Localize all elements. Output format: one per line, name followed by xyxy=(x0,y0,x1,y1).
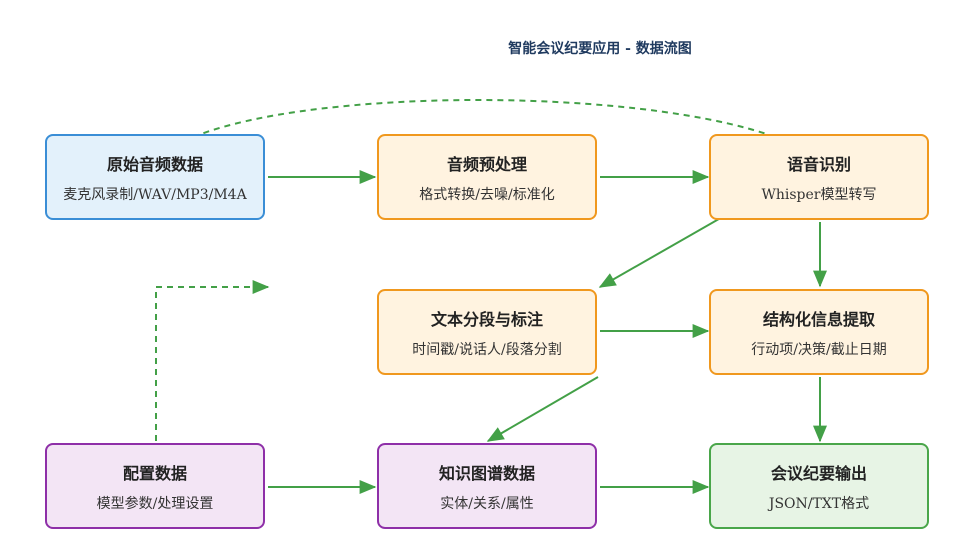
node-config-data: 配置数据 模型参数/处理设置 xyxy=(45,443,265,529)
node-knowledge-graph: 知识图谱数据 实体/关系/属性 xyxy=(377,443,597,529)
node-title: 原始音频数据 xyxy=(106,154,203,174)
node-subtitle: 模型参数/处理设置 xyxy=(96,495,214,512)
node-subtitle: 实体/关系/属性 xyxy=(440,495,534,512)
node-subtitle: 麦克风录制/WAV/MP3/M4A xyxy=(63,186,247,203)
arrow-segment-to-kg xyxy=(486,376,599,442)
node-title: 文本分段与标注 xyxy=(430,309,543,329)
diagram-title: 智能会议纪要应用 - 数据流图 xyxy=(508,41,692,57)
arrow-raw-to-asr-dashed xyxy=(155,99,822,161)
node-title: 配置数据 xyxy=(122,463,187,483)
arrow-config-dashed xyxy=(155,280,270,441)
node-title: 会议纪要输出 xyxy=(770,463,867,483)
node-subtitle: 行动项/决策/截止日期 xyxy=(751,341,887,358)
node-audio-preprocess: 音频预处理 格式转换/去噪/标准化 xyxy=(377,134,597,220)
node-text-segmentation: 文本分段与标注 时间戳/说话人/段落分割 xyxy=(377,289,597,375)
node-subtitle: Whisper模型转写 xyxy=(761,186,877,203)
node-title: 知识图谱数据 xyxy=(438,463,535,483)
node-subtitle: JSON/TXT格式 xyxy=(768,495,870,512)
node-title: 音频预处理 xyxy=(446,154,527,174)
node-subtitle: 时间戳/说话人/段落分割 xyxy=(412,341,562,358)
node-raw-audio: 原始音频数据 麦克风录制/WAV/MP3/M4A xyxy=(45,134,265,220)
node-title: 语音识别 xyxy=(786,154,851,174)
node-speech-recognition: 语音识别 Whisper模型转写 xyxy=(709,134,929,220)
node-title: 结构化信息提取 xyxy=(762,309,875,329)
node-minutes-output: 会议纪要输出 JSON/TXT格式 xyxy=(709,443,929,529)
node-structured-extraction: 结构化信息提取 行动项/决策/截止日期 xyxy=(709,289,929,375)
node-subtitle: 格式转换/去噪/标准化 xyxy=(419,186,555,203)
